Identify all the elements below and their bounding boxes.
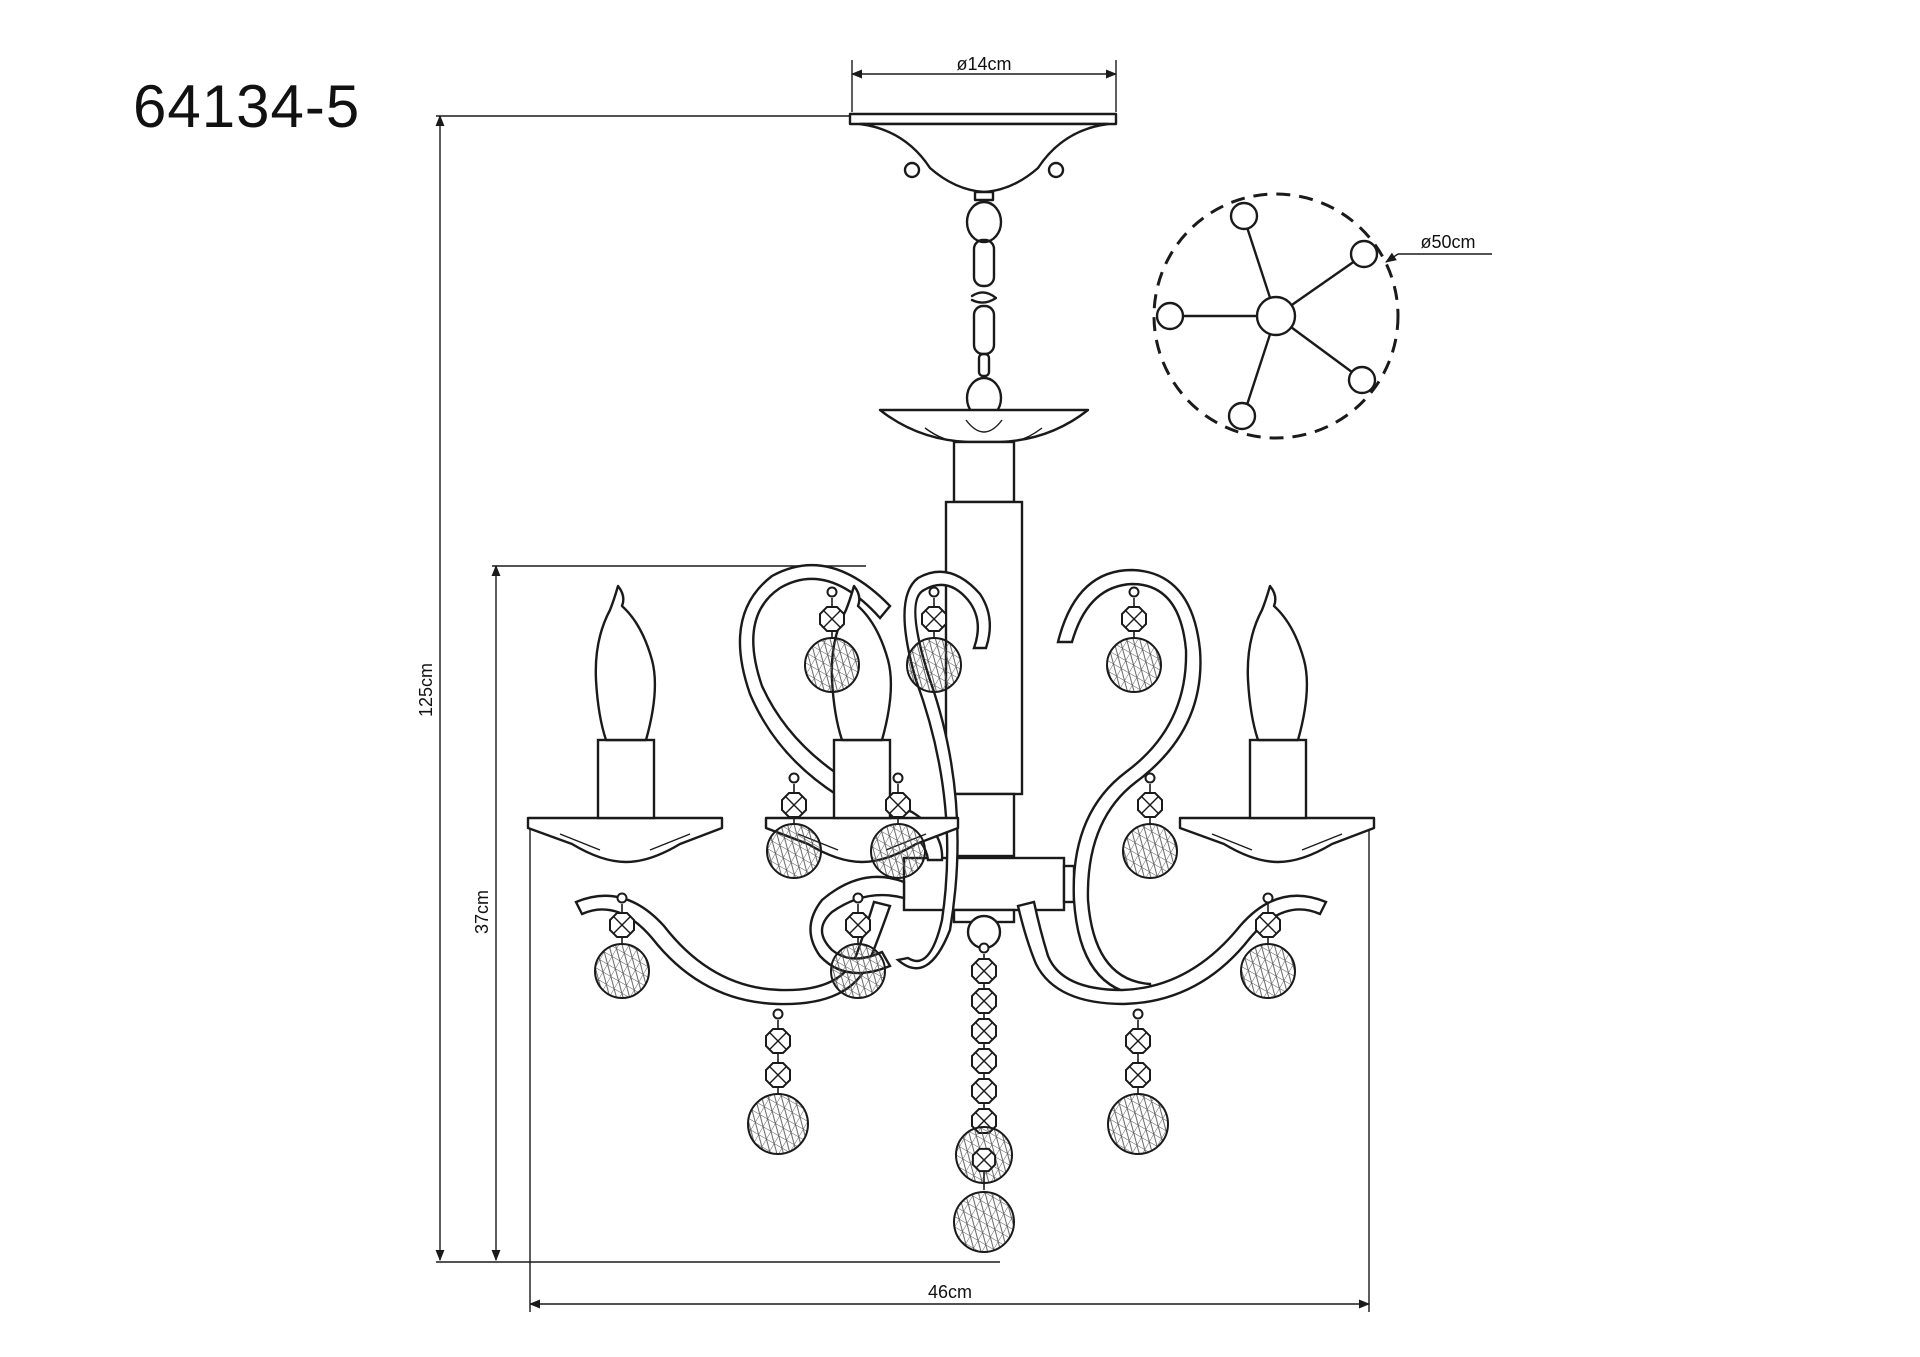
bobeche-right (1178, 816, 1376, 864)
crystal-hook (1144, 772, 1156, 784)
crystal-hook (978, 942, 990, 954)
canopy-diameter-label: ø14cm (956, 54, 1011, 74)
crystal-pendants (594, 586, 1296, 1253)
crystal-ball (870, 823, 926, 879)
crystal-hook (772, 1008, 784, 1020)
crystal-ball (747, 1093, 809, 1155)
chandelier-front-view (526, 112, 1376, 1253)
crystal-hook (892, 772, 904, 784)
upper-cup (878, 408, 1090, 444)
crystal-hook (826, 586, 838, 598)
crystal-ball (830, 943, 886, 999)
crystal-hook (852, 892, 864, 904)
span-diameter-label: ø50cm (1420, 232, 1475, 252)
crystal-hook (788, 772, 800, 784)
bobeche-left (526, 816, 724, 864)
crystal-ball (766, 823, 822, 879)
central-column-top (952, 440, 1016, 504)
crystal-ball (1107, 1093, 1169, 1155)
dimension-lines (435, 60, 1492, 1312)
crystal-ball (1122, 823, 1178, 879)
body-height-label: 37cm (472, 890, 492, 934)
top-view (1152, 192, 1400, 440)
arm-left (574, 894, 892, 1006)
bulb-left (594, 584, 657, 742)
crystal-hook (1132, 1008, 1144, 1020)
crystal-ball (804, 637, 860, 693)
bulb-right (1246, 584, 1309, 742)
crystal-hook (928, 586, 940, 598)
crystal-ball (1106, 637, 1162, 693)
body-width-label: 46cm (928, 1282, 972, 1302)
total-height-label: 125cm (416, 663, 436, 717)
crystal-hook (616, 892, 628, 904)
model-number: 64134-5 (133, 73, 361, 140)
candle-sleeve-left (596, 738, 656, 820)
crystal-hook (1262, 892, 1274, 904)
hub (902, 856, 1066, 912)
chain (965, 200, 1003, 420)
crystal-ball (953, 1191, 1015, 1253)
crystal-hook (1128, 586, 1140, 598)
canopy (848, 112, 1118, 202)
scroll-right (1056, 568, 1202, 998)
crystal-ball (906, 637, 962, 693)
crystal-ball (594, 943, 650, 999)
crystal-ball (1240, 943, 1296, 999)
candle-sleeve-center (832, 738, 892, 820)
arm-center (809, 875, 906, 975)
candle-sleeve-right (1248, 738, 1308, 820)
arm-right (1016, 894, 1328, 1006)
